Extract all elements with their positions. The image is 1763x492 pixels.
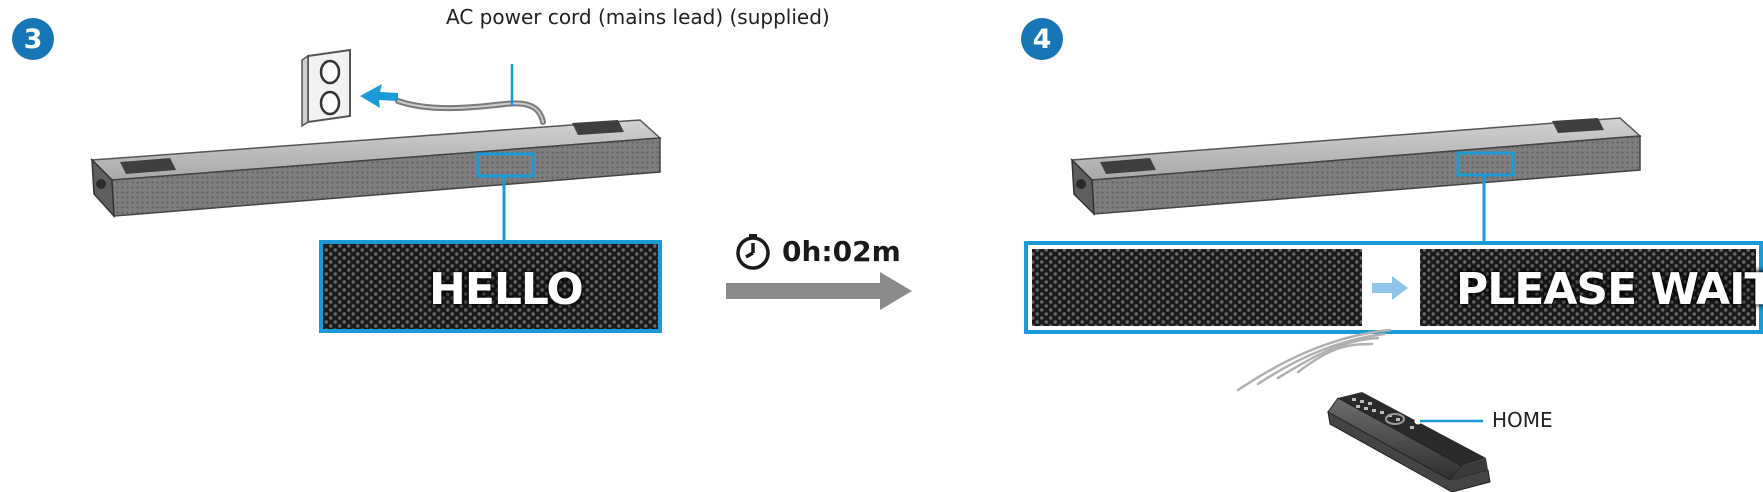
right-arrow-icon xyxy=(726,272,912,310)
infrared-signal-icon xyxy=(1236,328,1392,392)
step-4-badge: 4 xyxy=(1021,18,1063,60)
wall-outlet-icon xyxy=(301,48,351,128)
soundbar-step3 xyxy=(90,119,662,219)
step-3-badge: 3 xyxy=(12,18,54,60)
display-text-step4: PLEASE WAIT xyxy=(1456,264,1763,315)
display-text-step3: HELLO xyxy=(429,264,584,315)
timer-label: 0h:02m xyxy=(782,235,901,268)
transition-arrow-icon xyxy=(1372,276,1408,300)
plug-in-arrow-icon xyxy=(360,84,398,108)
power-cord xyxy=(395,98,546,125)
soundbar-step4 xyxy=(1070,117,1642,216)
stopwatch-icon xyxy=(736,234,770,270)
power-cord-label: AC power cord (mains lead) (supplied) xyxy=(446,5,830,29)
display-panel-step3 xyxy=(319,240,662,333)
remote-control-icon xyxy=(1327,392,1491,492)
home-button-label: HOME xyxy=(1492,408,1553,432)
home-button xyxy=(1414,417,1422,425)
